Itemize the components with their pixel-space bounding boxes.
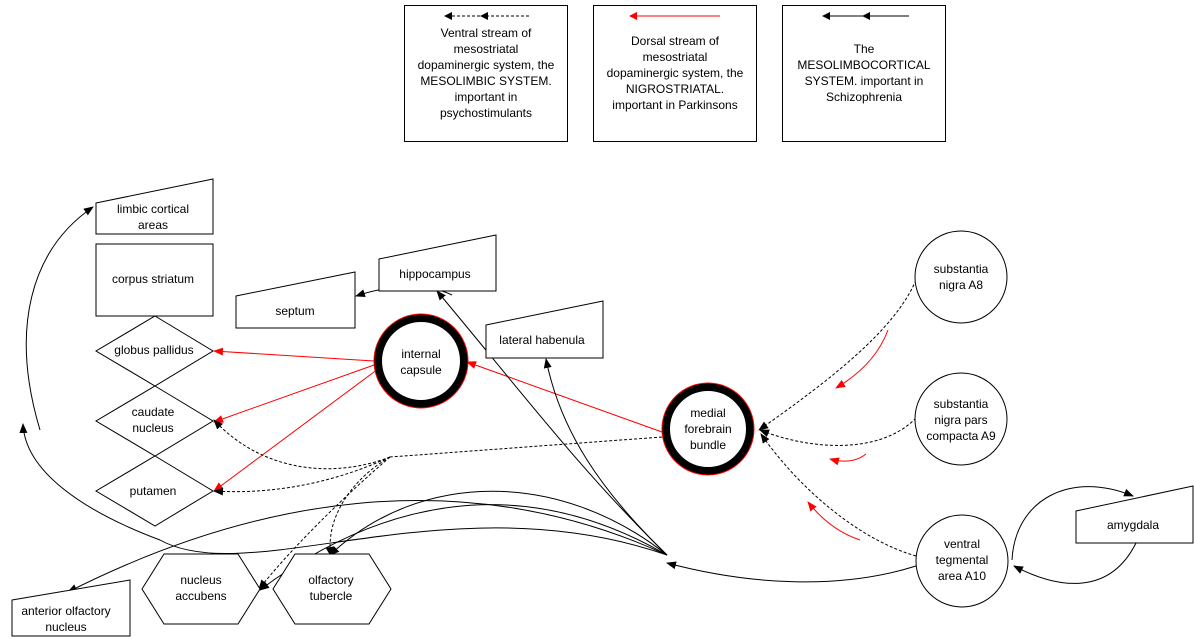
anterior-olfactory-line-2: nucleus	[45, 620, 86, 634]
flow-marker-a9	[829, 453, 867, 466]
edge-hub-to-putamen	[213, 456, 391, 496]
hippocampus-label: hippocampus	[399, 267, 470, 281]
edge-hub-to-olfactory	[325, 456, 391, 557]
node-ventral-tegmental-area-a10: ventral tegmental area A10	[915, 514, 1009, 608]
internal-capsule-line-2: capsule	[400, 363, 442, 377]
node-anterior-olfactory-nucleus: anterior olfactory nucleus	[11, 579, 131, 637]
caudate-nucleus-line-1: caudate	[132, 405, 175, 419]
nucleus-accubens-line-2: accubens	[175, 589, 226, 603]
legend-dorsal-line-1: Dorsal stream of	[630, 34, 720, 48]
edge-mfb-to-internal-capsule	[466, 361, 663, 433]
medial-forebrain-bundle-line-2: forebrain	[684, 422, 731, 436]
edge-ic-to-caudate	[213, 364, 375, 423]
legend-mesolimbocortical: The MESOLIMBOCORTICAL SYSTEM. important …	[782, 5, 946, 142]
node-lateral-habenula: lateral habenula	[485, 300, 604, 359]
septum-label: septum	[275, 304, 314, 318]
node-septum: septum	[235, 271, 356, 329]
legend-dorsal-line-2: mesostriatal	[642, 50, 708, 64]
legend-ventral-line-2: mesostriatal	[453, 42, 519, 56]
flow-marker-a8	[835, 329, 889, 389]
edge-to-hippocampus	[436, 290, 668, 556]
substantia-nigra-a9-line-3: compacta A9	[926, 429, 996, 443]
legend-meso-line-1: The	[853, 42, 875, 56]
legend-ventral-line-3: dopaminergic system, the	[417, 58, 555, 72]
node-putamen: putamen	[95, 455, 214, 527]
legend-meso-line-2: MESOLIMBOCORTICAL	[797, 58, 931, 72]
medial-forebrain-bundle-line-1: medial	[690, 406, 725, 420]
legend-dorsal-line-3: dopaminergic system, the	[606, 66, 744, 80]
internal-capsule-line-1: internal	[401, 347, 440, 361]
edge-a8-to-mfb	[758, 279, 917, 431]
edge-a10-to-amygdala	[1011, 486, 1134, 561]
edge-a10-to-mfb	[760, 433, 917, 557]
edge-to-lateral-habenula	[543, 358, 668, 556]
legend-ventral-line-1: Ventral stream of	[440, 26, 532, 40]
edge-to-limbic-cortex	[25, 206, 94, 431]
edge-hub-to-caudate	[213, 419, 391, 470]
limbic-cortical-areas-line-2: areas	[138, 218, 168, 232]
nucleus-accubens-line-1: nucleus	[180, 573, 221, 587]
node-internal-capsule: internal capsule	[373, 313, 469, 409]
legend-dorsal-stream: Dorsal stream of mesostriatal dopaminerg…	[593, 5, 757, 142]
substantia-nigra-a8-line-2: nigra A8	[939, 278, 983, 292]
edge-hub-to-accubens	[258, 456, 391, 590]
lateral-habenula-label: lateral habenula	[499, 333, 585, 347]
substantia-nigra-a9-line-1: substantia	[934, 397, 989, 411]
legend-dorsal-line-5: important in Parkinsons	[612, 98, 738, 112]
solid-arrow-icon	[822, 12, 909, 20]
olfactory-tubercle-line-1: olfactory	[308, 573, 353, 587]
edge-ic-to-globus-pallidus	[213, 347, 375, 362]
anterior-olfactory-line-1: anterior olfactory	[21, 604, 110, 618]
legend-ventral-stream: Ventral stream of mesostriatal dopaminer…	[404, 5, 568, 142]
edge-a10-to-hub-point	[666, 561, 917, 583]
substantia-nigra-a8-line-1: substantia	[934, 262, 989, 276]
edge-to-olfactory-tubercle	[329, 490, 668, 556]
edge-amygdala-to-a10	[1013, 542, 1137, 584]
medial-forebrain-bundle-line-3: bundle	[690, 438, 726, 452]
ventral-tegmental-line-2: tegmental	[936, 553, 989, 567]
node-medial-forebrain-bundle: medial forebrain bundle	[661, 382, 755, 476]
node-limbic-cortical-areas: limbic cortical areas	[95, 178, 214, 235]
edge-ic-to-putamen	[213, 368, 379, 492]
caudate-nucleus-line-2: nucleus	[132, 421, 173, 435]
node-substantia-nigra-pars-compacta-a9: substantia nigra pars compacta A9	[914, 372, 1008, 466]
olfactory-tubercle-line-2: tubercle	[310, 589, 353, 603]
legend-meso-line-3: SYSTEM. important in	[804, 74, 924, 88]
flow-marker-a10	[807, 501, 861, 541]
red-arrow-icon	[629, 12, 720, 20]
legend-ventral-line-5: important in	[454, 90, 518, 104]
ventral-tegmental-line-1: ventral	[944, 537, 980, 551]
node-globus-pallidus: globus pallidus	[95, 315, 214, 387]
edge-a9-to-mfb	[759, 417, 917, 446]
legend-ventral-line-4: MESOLIMBIC SYSTEM.	[420, 74, 552, 88]
edge-to-anterior-olfactory	[67, 500, 668, 593]
node-amygdala: amygdala	[1075, 485, 1194, 544]
amygdala-label: amygdala	[1107, 518, 1159, 532]
globus-pallidus-label: globus pallidus	[114, 343, 193, 357]
legend-meso-line-4: Schizophrenia	[825, 90, 903, 104]
putamen-label: putamen	[130, 484, 177, 498]
ventral-tegmental-line-3: area A10	[938, 569, 986, 583]
corpus-striatum-label: corpus striatum	[112, 272, 194, 286]
edge-mfb-to-hub	[389, 436, 663, 458]
node-hippocampus: hippocampus	[378, 234, 497, 292]
legend-ventral-line-6: psychostimulants	[439, 106, 533, 120]
node-olfactory-tubercle: olfactory tubercle	[272, 553, 392, 625]
node-substantia-nigra-a8: substantia nigra A8	[914, 230, 1008, 324]
dashed-arrow-icon	[444, 12, 529, 20]
edge-to-cortical-loop	[19, 423, 668, 556]
node-nucleus-accubens: nucleus accubens	[141, 553, 261, 625]
node-corpus-striatum: corpus striatum	[95, 243, 214, 317]
substantia-nigra-a9-line-2: nigra pars	[934, 413, 987, 427]
legend-dorsal-line-4: NIGROSTRIATAL.	[625, 82, 725, 96]
limbic-cortical-areas-line-1: limbic cortical	[117, 202, 189, 216]
node-caudate-nucleus: caudate nucleus	[95, 385, 214, 457]
